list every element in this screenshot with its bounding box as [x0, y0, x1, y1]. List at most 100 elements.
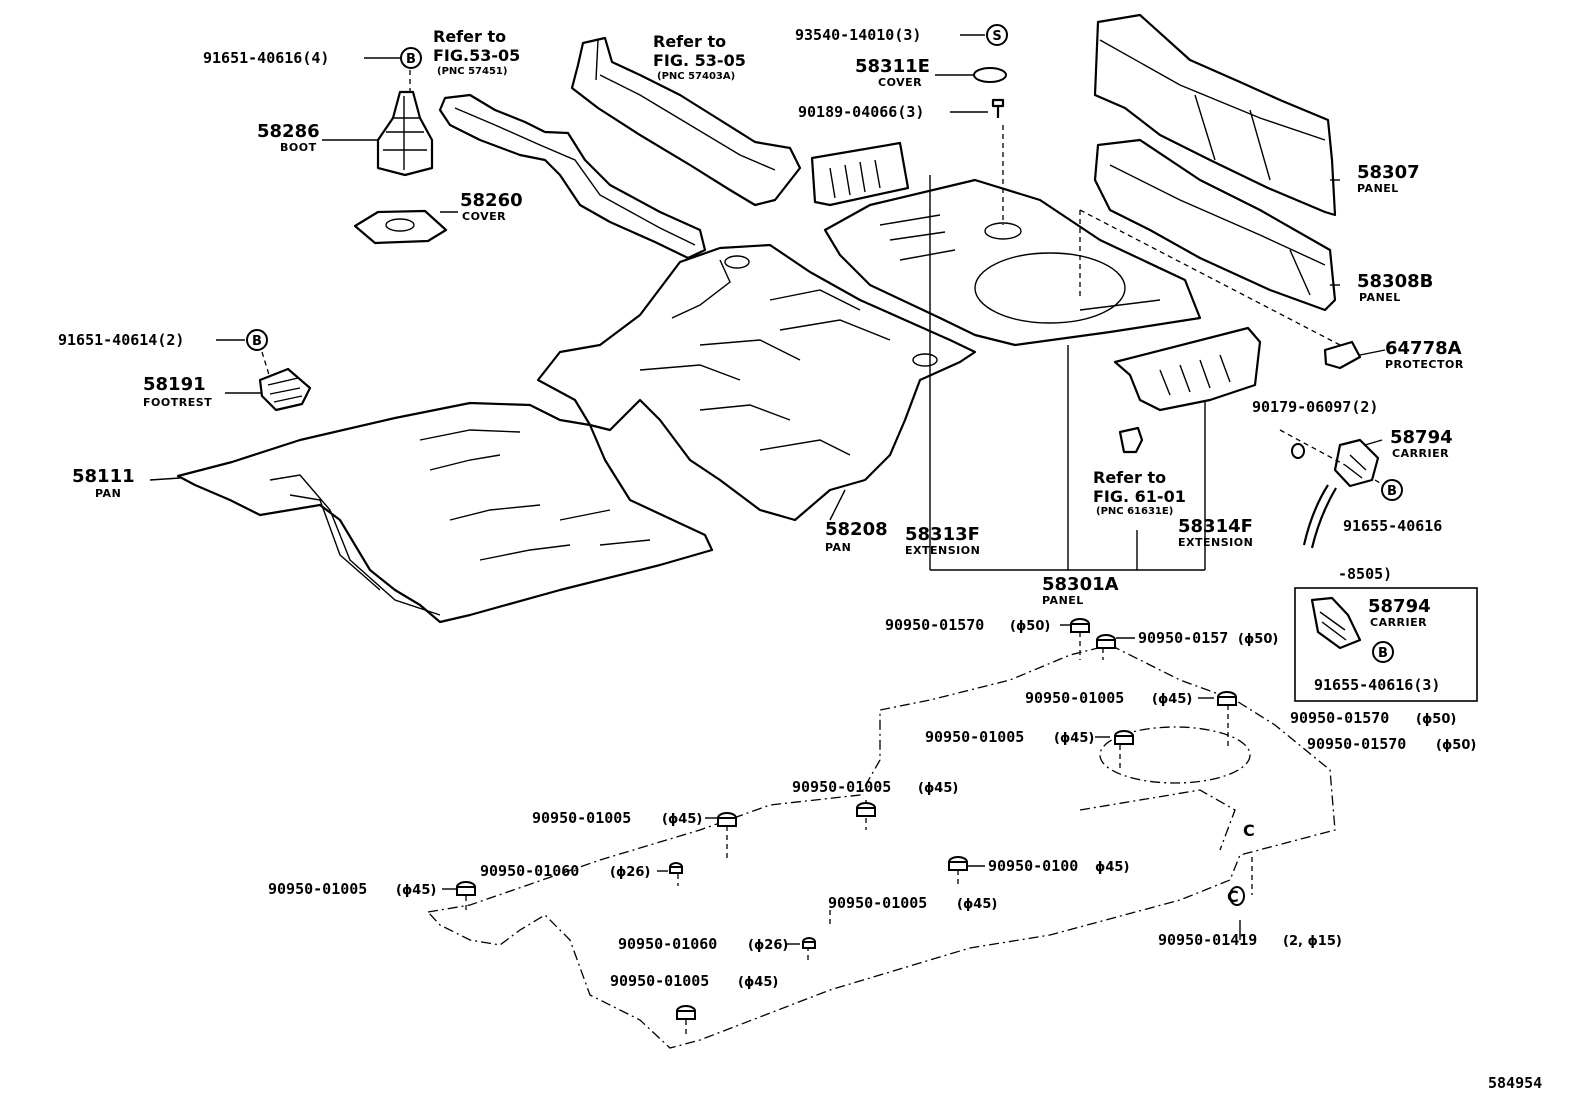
part-64778a-number: 64778A	[1385, 338, 1462, 359]
panel-58301a-drawing	[823, 178, 1202, 347]
part-58111-number: 58111	[72, 466, 135, 487]
part-58286-name: BOOT	[280, 141, 317, 154]
section-mark-c-2: C	[1227, 887, 1239, 906]
section-mark-c-1: C	[1243, 821, 1255, 840]
inset-box	[1294, 587, 1478, 702]
ref-fig53a-pnc: (PNC 57451)	[437, 66, 507, 77]
plug-label-2: 90950-0157	[1138, 629, 1228, 647]
nut-90179-drawing	[1291, 443, 1305, 459]
part-58311e-name: COVER	[878, 76, 922, 89]
part-58794-number: 58794	[1390, 427, 1453, 448]
part-58301a-number: 58301A	[1042, 574, 1119, 595]
plug-label-11: 90950-01005	[268, 880, 367, 898]
plug-dim-8: (ϕ45)	[662, 812, 702, 827]
cover-58311e-drawing	[973, 67, 1007, 83]
pan-58208-drawing	[536, 243, 977, 522]
plug-label-9: 90950-01060	[480, 862, 579, 880]
svg-text:S: S	[992, 29, 1001, 44]
plug-label-1: 90950-01570	[885, 616, 984, 634]
ref-fig61-line1: Refer to	[1093, 468, 1166, 487]
bolt-90189-drawing	[991, 98, 1005, 118]
part-58314f-number: 58314F	[1178, 516, 1253, 537]
figure-number: 584954	[1488, 1074, 1542, 1092]
plug-label-6: 90950-01570	[1307, 735, 1406, 753]
leader-lines	[149, 34, 1393, 1034]
part-58260-number: 58260	[460, 190, 523, 211]
svg-text:B: B	[1378, 646, 1388, 661]
inset-fastener-91655-40616-3-label: 91655-40616(3)	[1314, 676, 1440, 694]
plug-label-10: 90950-0100	[988, 857, 1078, 875]
plug-dim-10: ϕ45)	[1095, 860, 1129, 875]
part-58314f-name: EXTENSION	[1178, 536, 1253, 549]
ref-fig53b-line1: Refer to	[653, 32, 726, 51]
ref-fig53a-line2: FIG.53-05	[433, 46, 520, 65]
panel-58307-drawing	[1093, 13, 1337, 217]
badge-b-91651-40616: B	[400, 47, 422, 69]
plug-label-5: 90950-01570	[1290, 709, 1389, 727]
extension-58313f-drawing	[810, 141, 910, 207]
fastener-90179-06097-label: 90179-06097(2)	[1252, 398, 1378, 416]
cover-58260-drawing	[353, 209, 448, 245]
part-58208-number: 58208	[825, 519, 888, 540]
plug-label-3: 90950-01005	[1025, 689, 1124, 707]
part-58301a-name: PANEL	[1042, 594, 1084, 607]
inset-part-58794-name: CARRIER	[1370, 616, 1427, 629]
clip-61631e-drawing	[1118, 426, 1144, 454]
fastener-91651-40616-label: 91651-40616(4)	[203, 49, 329, 67]
plug-dim-6: (ϕ50)	[1436, 738, 1476, 753]
pan-58111-drawing	[176, 401, 714, 624]
ref-fig61-line2: FIG. 61-01	[1093, 487, 1186, 506]
part-58191-name: FOOTREST	[143, 396, 212, 409]
plug-dim-13: (ϕ26)	[748, 938, 788, 953]
plug-label-7: 90950-01005	[792, 778, 891, 796]
fastener-91655-40616-label: 91655-40616	[1343, 517, 1442, 535]
plug-dim-3: (ϕ45)	[1152, 692, 1192, 707]
inset-carrier-drawing	[1310, 596, 1362, 650]
part-58208-name: PAN	[825, 541, 851, 554]
part-58313f-number: 58313F	[905, 524, 980, 545]
part-58260-name: COVER	[462, 210, 506, 223]
plug-dim-15: (2, ϕ15)	[1283, 934, 1342, 949]
fastener-91651-40614-label: 91651-40614(2)	[58, 331, 184, 349]
part-58308b-number: 58308B	[1357, 271, 1433, 292]
panel-58308b-drawing	[1093, 138, 1337, 312]
plug-label-15: 90950-01419	[1158, 931, 1257, 949]
fastener-90189-04066-label: 90189-04066(3)	[798, 103, 924, 121]
plug-dim-5: (ϕ50)	[1416, 712, 1456, 727]
plug-label-4: 90950-01005	[925, 728, 1024, 746]
plug-label-13: 90950-01060	[618, 935, 717, 953]
svg-text:B: B	[406, 52, 416, 67]
protector-64778a-drawing	[1323, 340, 1362, 370]
ref-fig61-pnc: (PNC 61631E)	[1096, 506, 1173, 517]
part-58307-number: 58307	[1357, 162, 1420, 183]
plug-label-14: 90950-01005	[610, 972, 709, 990]
plug-dim-1: (ϕ50)	[1010, 619, 1050, 634]
under-floor-outline	[426, 644, 1336, 1049]
rail-57451-drawing	[438, 93, 707, 260]
inset-part-58794-number: 58794	[1368, 596, 1431, 617]
part-58191-number: 58191	[143, 374, 206, 395]
badge-s-93540-14010: S	[986, 24, 1008, 46]
plug-dim-9: (ϕ26)	[610, 865, 650, 880]
svg-text:B: B	[1387, 484, 1397, 499]
plug-label-8: 90950-01005	[532, 809, 631, 827]
part-58307-name: PANEL	[1357, 182, 1399, 195]
part-58794-name: CARRIER	[1392, 447, 1449, 460]
svg-text:B: B	[252, 334, 262, 349]
part-58111-name: PAN	[95, 487, 121, 500]
plug-dim-4: (ϕ45)	[1054, 731, 1094, 746]
plug-dim-2: (ϕ50)	[1238, 632, 1278, 647]
badge-b-91655-40616: B	[1381, 479, 1403, 501]
fastener-93540-14010-label: 93540-14010(3)	[795, 26, 921, 44]
badge-b-91655-40616-3: B	[1372, 641, 1394, 663]
part-58311e-number: 58311E	[855, 56, 930, 77]
rail-57403a-drawing	[570, 36, 802, 207]
ref-fig53a-line1: Refer to	[433, 27, 506, 46]
extension-58314f-drawing	[1113, 326, 1262, 412]
carrier-58794-drawing	[1302, 438, 1380, 549]
badge-b-91651-40614: B	[246, 329, 268, 351]
ref-fig53b-pnc: (PNC 57403A)	[657, 71, 735, 82]
part-58286-number: 58286	[257, 121, 320, 142]
plug-dim-14: (ϕ45)	[738, 975, 778, 990]
